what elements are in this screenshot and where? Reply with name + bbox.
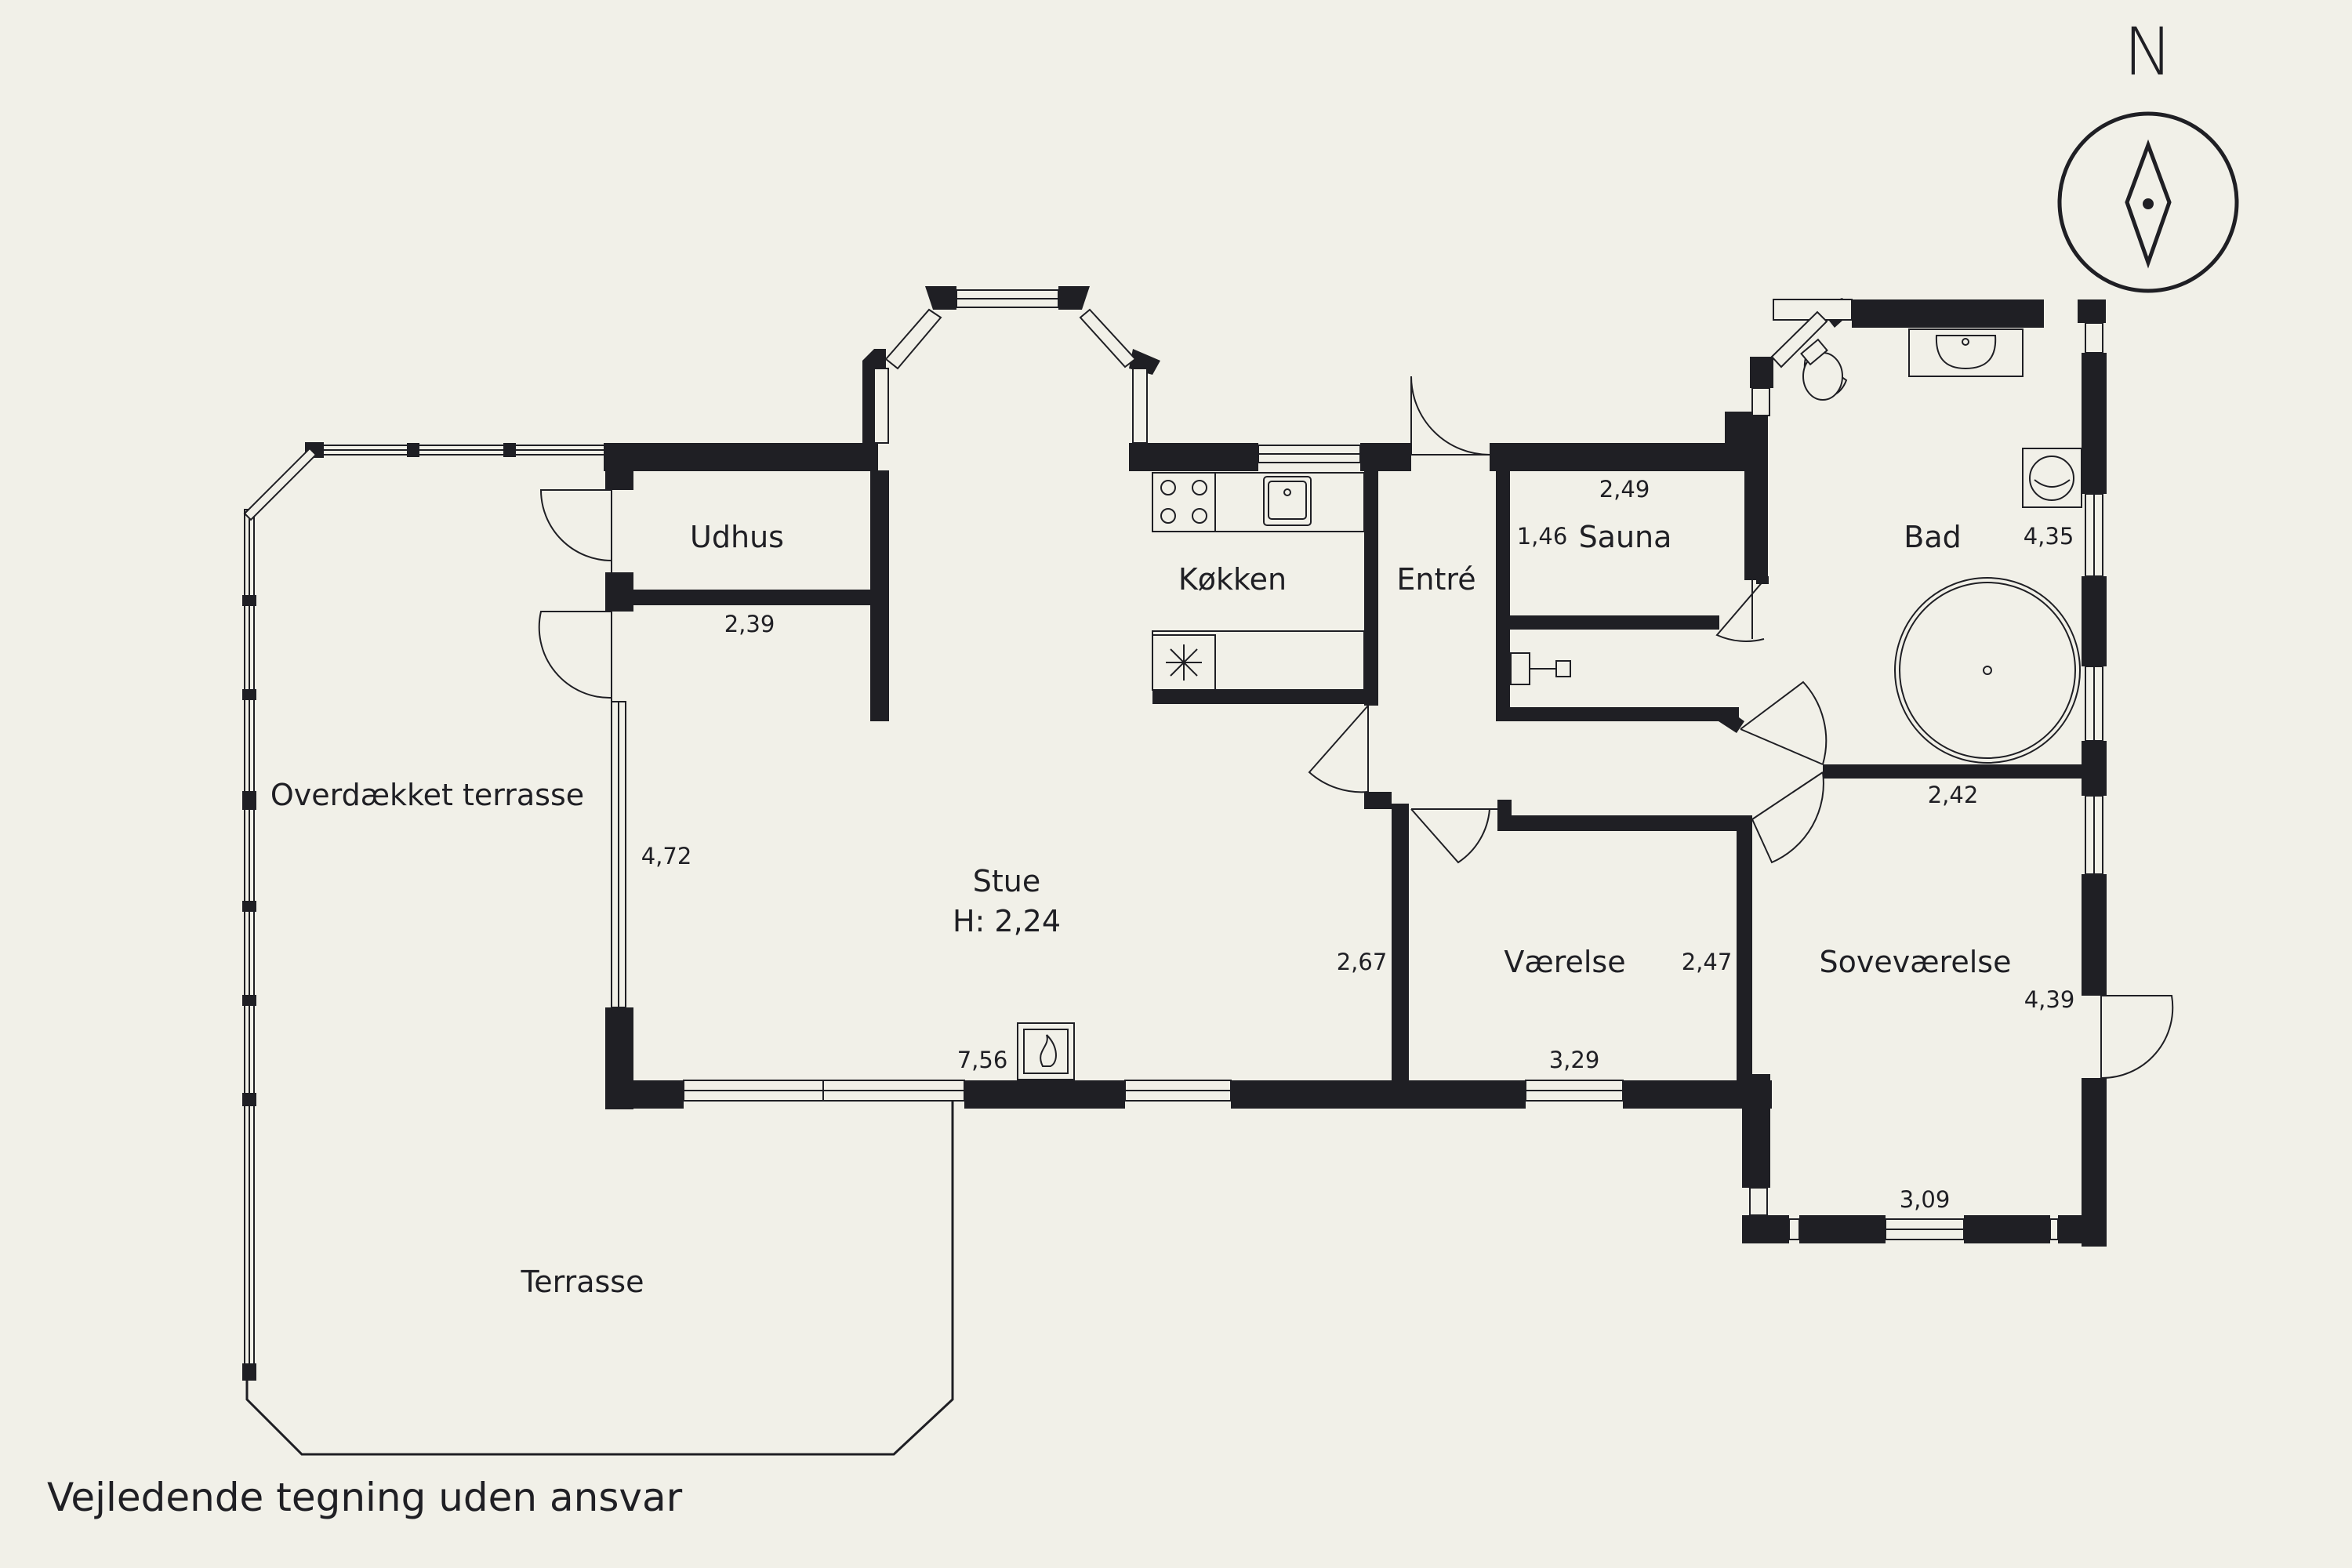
door-udhus-1 bbox=[539, 489, 612, 561]
walls bbox=[604, 286, 2107, 1247]
dim-bad-depth: 4,35 bbox=[2024, 523, 2074, 550]
door-entrance bbox=[1410, 376, 1490, 456]
room-bad: Bad bbox=[1904, 520, 1961, 554]
door-kitchen-entre bbox=[1308, 705, 1369, 793]
stove-icon bbox=[1152, 472, 1216, 532]
door-bad bbox=[1740, 681, 1828, 765]
room-sauna: Sauna bbox=[1579, 520, 1672, 554]
door-sov-exterior bbox=[2100, 995, 2174, 1080]
room-stue-height: H: 2,24 bbox=[953, 904, 1061, 938]
door-vaerelse bbox=[1410, 808, 1490, 864]
room-terrasse: Terrasse bbox=[521, 1265, 644, 1299]
door-sauna bbox=[1715, 579, 1765, 642]
compass-needle-icon bbox=[2125, 139, 2172, 269]
dim-stue-width: 7,56 bbox=[957, 1047, 1008, 1073]
door-sov bbox=[1751, 771, 1824, 864]
room-vaerelse: Værelse bbox=[1504, 945, 1625, 979]
room-udhus: Udhus bbox=[690, 520, 784, 554]
compass-ring bbox=[2057, 111, 2239, 293]
room-stue: Stue bbox=[973, 864, 1040, 898]
dim-vaerelse-depth: 2,47 bbox=[1682, 949, 1733, 975]
disclaimer-text: Vejledende tegning uden ansvar bbox=[47, 1475, 683, 1520]
dim-vaerelse-width: 3,29 bbox=[1549, 1047, 1600, 1073]
room-entre: Entré bbox=[1396, 562, 1475, 597]
compass: N bbox=[2057, 13, 2239, 293]
covered-terrace-railing bbox=[242, 442, 612, 1381]
dim-terrasse-depth: 4,72 bbox=[641, 843, 692, 869]
room-labels: Udhus Køkken Entré Sauna Bad Overdækket … bbox=[270, 520, 2012, 1299]
door-udhus-2 bbox=[538, 611, 612, 699]
room-sovevaerelse: Soveværelse bbox=[1820, 945, 2012, 979]
dim-sovevaerelse-depth: 4,39 bbox=[2024, 986, 2075, 1013]
dim-sovevaerelse-width: 3,09 bbox=[1900, 1186, 1951, 1213]
dim-entre-depth: 2,67 bbox=[1337, 949, 1388, 975]
dim-sauna-depth: 1,46 bbox=[1517, 523, 1568, 550]
fixtures bbox=[1017, 328, 2082, 1080]
windows bbox=[611, 289, 2103, 1240]
dim-udhus-width: 2,39 bbox=[724, 611, 775, 637]
compass-north-label: N bbox=[2124, 13, 2173, 90]
sauna-heater-icon bbox=[1510, 652, 1530, 685]
room-overdaekket-terrasse: Overdækket terrasse bbox=[270, 778, 584, 812]
dim-bad-width: 2,42 bbox=[1928, 782, 1979, 808]
dimension-labels: 2,39 2,49 1,46 4,35 2,42 4,72 7,56 2,67 … bbox=[641, 476, 2075, 1213]
room-koekken: Køkken bbox=[1178, 562, 1287, 597]
dim-sauna-width: 2,49 bbox=[1599, 476, 1650, 503]
doors bbox=[538, 376, 2174, 1080]
